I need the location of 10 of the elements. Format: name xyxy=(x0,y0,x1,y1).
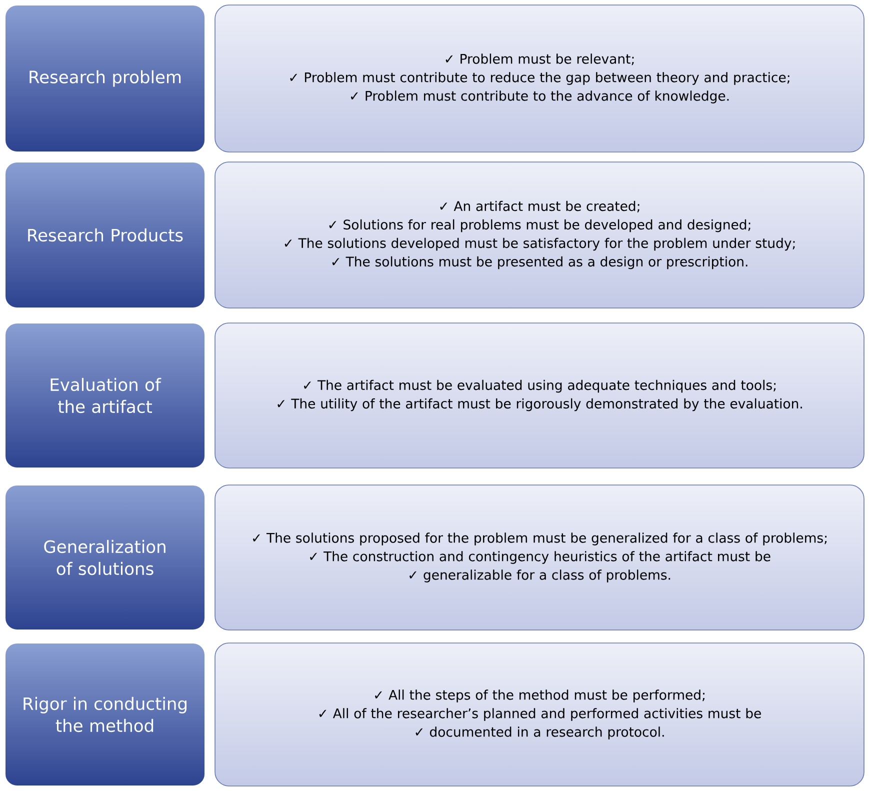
criteria-box: ✓ The artifact must be evaluated using adequate techniques and tools; ✓ The utility of the artifact must be rigorously demonstrated by the evaluation. xyxy=(214,322,864,468)
criteria-box: ✓ Problem must be relevant; ✓ Problem must contribute to reduce the gap between theory and practice; ✓ Problem must contribute to the advance of knowledge. xyxy=(214,4,864,152)
category-box: Research problem xyxy=(4,4,206,152)
criteria-box: ✓ All the steps of the method must be performed; ✓ All of the researcher’s planned and performed activities must be ✓ documented in a research protocol. xyxy=(214,642,864,786)
category-box: Research Products xyxy=(4,162,206,308)
criteria-box: ✓ The solutions proposed for the problem must be generalized for a class of problems; ✓ The construction and contingency heuristics of the artifact must be ✓ generalizable for a class of problems. xyxy=(214,484,864,630)
category-box: Evaluation of the artifact xyxy=(4,322,206,468)
criteria-box: ✓ An artifact must be created; ✓ Solutions for real problems must be developed and designed; ✓ The solutions developed must be satisfactory for the problem under study; ✓ The solutions must be presented as a design or prescription. xyxy=(214,162,864,308)
category-box: Generalization of solutions xyxy=(4,484,206,630)
category-box: Rigor in conducting the method xyxy=(4,642,206,786)
